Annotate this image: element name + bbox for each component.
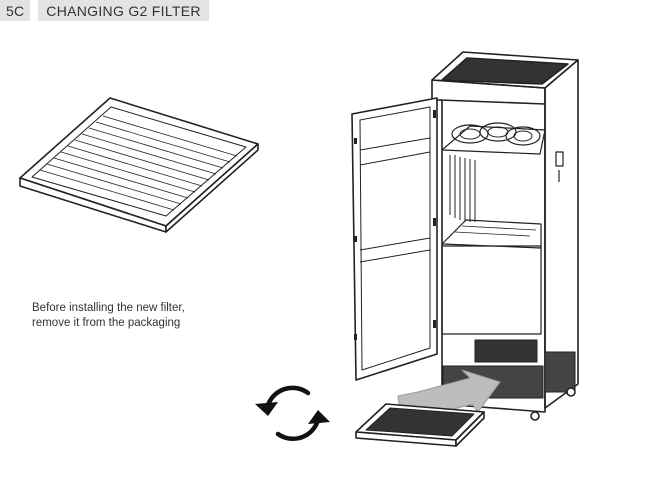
filter-tray-icon: [356, 404, 484, 446]
replace-cycle-icon: [255, 388, 330, 439]
g2-filter-icon: [20, 98, 258, 232]
air-purifier-cabinet-icon: [352, 52, 578, 420]
